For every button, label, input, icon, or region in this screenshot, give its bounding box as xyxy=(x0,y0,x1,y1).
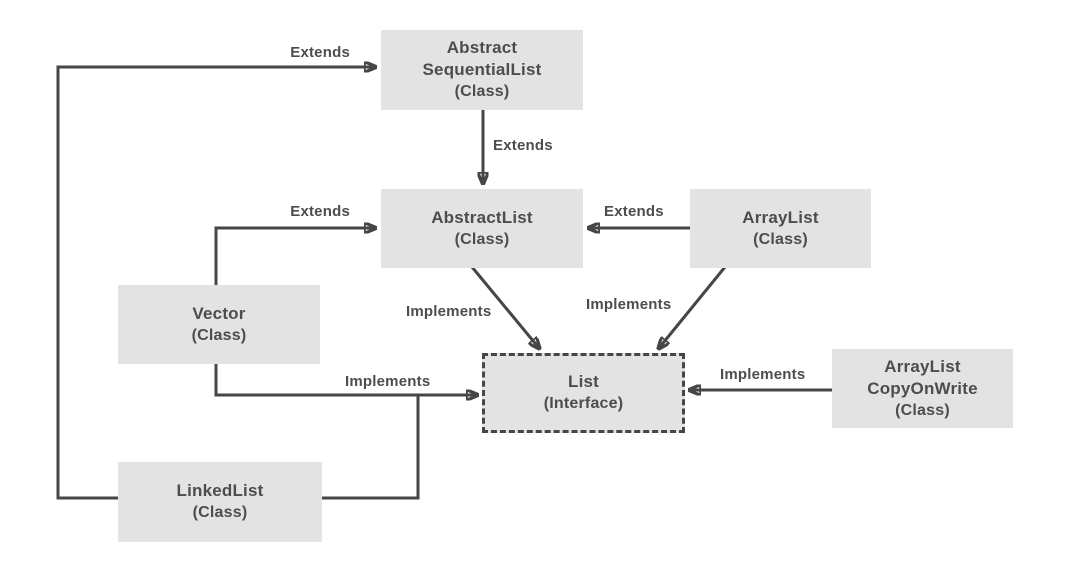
edge-label-implements-abstractlist: Implements xyxy=(406,303,492,320)
node-type-label: (Class) xyxy=(454,83,510,100)
edge-label-implements-arraylist: Implements xyxy=(586,296,672,313)
node-label: AbstractList xyxy=(431,207,533,227)
edge-label-implements-copyonwrite: Implements xyxy=(720,366,806,383)
node-label: ArrayList xyxy=(742,207,819,227)
node-type-label: (Class) xyxy=(454,230,510,248)
node-list-interface: List (Interface) xyxy=(482,353,685,433)
edge-label-extends-vector: Extends xyxy=(290,203,350,220)
edge-implements-array-list-to-list xyxy=(659,266,727,348)
node-type-label: (Interface) xyxy=(543,395,624,412)
node-type-label: (Class) xyxy=(895,401,950,419)
node-type-label: (Class) xyxy=(191,326,247,344)
node-abstract-list: AbstractList (Class) xyxy=(381,189,583,268)
node-arraylist-copyonwrite: ArrayList CopyOnWrite (Class) xyxy=(832,349,1013,428)
edge-implements-vector-linked-list-to-list xyxy=(214,364,477,395)
edge-label-extends-arraylist: Extends xyxy=(604,203,664,220)
node-vector: Vector (Class) xyxy=(118,285,320,364)
node-label: Vector xyxy=(192,303,246,323)
node-label: List xyxy=(567,372,600,391)
node-type-label: (Class) xyxy=(192,504,248,521)
edge-implements-abstract-list-to-list xyxy=(470,266,539,348)
node-label: CopyOnWrite xyxy=(867,378,978,398)
node-linked-list: LinkedList (Class) xyxy=(118,462,322,542)
node-label: ArrayList xyxy=(884,356,961,376)
edge-extends-linkedlist-to-abstract-sequential-list xyxy=(56,67,375,500)
edge-implements-linked-list-branch xyxy=(322,395,420,500)
node-array-list: ArrayList (Class) xyxy=(690,189,871,268)
edge-label-extends-linkedlist: Extends xyxy=(290,44,350,61)
node-label: LinkedList xyxy=(176,481,264,500)
edge-label-extends-asl: Extends xyxy=(493,137,553,154)
node-label: SequentialList xyxy=(422,60,542,79)
node-type-label: (Class) xyxy=(753,230,808,248)
node-label: Abstract xyxy=(446,38,518,57)
edge-extends-vector-to-abstract-list xyxy=(214,228,375,285)
edge-label-implements-vector-linkedlist: Implements xyxy=(345,373,431,390)
node-abstract-sequential-list: Abstract SequentialList (Class) xyxy=(381,30,583,110)
